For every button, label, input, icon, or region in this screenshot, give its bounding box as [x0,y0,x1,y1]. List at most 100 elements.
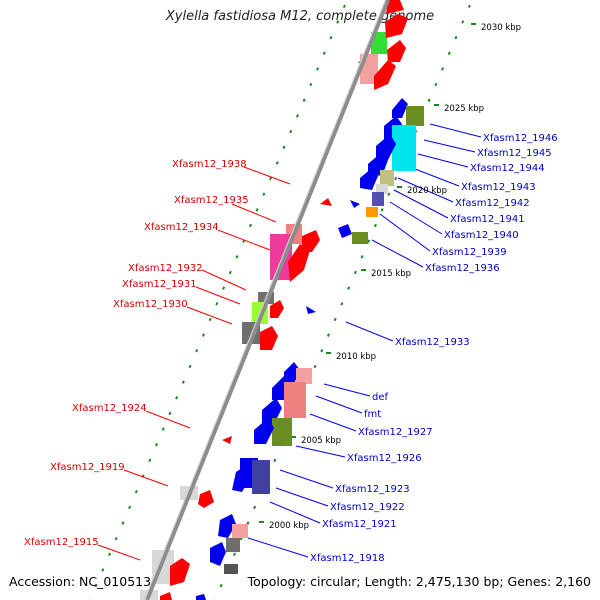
gene-block [232,524,248,538]
dot-mark [269,176,273,181]
topology-summary: Topology: circular; Length: 2,475,130 bp… [247,574,591,589]
gene-label-right: def [372,392,389,403]
gene-arrow [360,168,378,190]
gene-arrow [392,98,408,118]
label-connector [269,501,321,524]
label-connector [279,469,334,489]
accession-text: Accession: NC_010513 [9,574,152,589]
gene-block [372,192,384,206]
gene-label-right: Xfasm12_1936 [425,263,500,274]
dot-mark [316,67,320,71]
gene-arrow [385,14,408,38]
gene-arrow [170,558,190,586]
gene-arrow [338,224,352,238]
gene-label-right: Xfasm12_1933 [395,337,470,348]
gene-arrow [198,490,214,508]
dot-mark [336,20,340,24]
gene-arrow [386,0,404,14]
gene-label-left: Xfasm12_1931 [122,279,197,290]
label-connector [417,153,469,168]
dot-mark [233,552,237,557]
label-connector [295,445,346,458]
dot-mark [427,98,431,102]
dot-mark [134,489,138,494]
dot-mark [322,51,326,55]
dot-mark [353,270,357,275]
gene-label-right: Xfasm12_1941 [450,214,525,225]
dot-mark [313,364,317,369]
dot-mark [101,568,105,572]
kbp-tick-label: 2025 kbp [444,104,484,114]
gene-arrow [350,200,360,208]
map-title: Xylella fastidiosa M12, complete genome [165,9,435,24]
dot-mark [154,443,159,447]
gene-block [272,418,292,446]
label-connector [243,166,291,185]
kbp-tick-label: 2015 kbp [371,269,411,279]
gene-label-right: Xfasm12_1940 [444,230,519,241]
gene-label-right: Xfasm12_1943 [461,182,536,193]
gene-block [352,232,368,244]
dot-mark [128,505,132,510]
dot-mark [347,286,351,290]
gene-arrow [262,398,282,424]
gene-arrow [288,244,310,282]
gene-label-right: Xfasm12_1939 [432,247,507,258]
dot-mark [181,380,185,384]
dot-mark [387,192,391,196]
inner-dot-ring [88,4,346,600]
gene-label-right: Xfasm12_1927 [358,427,433,438]
dot-mark [219,583,223,588]
gene-arrow [218,514,236,538]
dot-mark [148,458,152,463]
gene-label-right: Xfasm12_1921 [322,519,397,530]
gene-arrow [387,40,406,62]
label-connector [315,395,363,414]
dot-mark [333,317,337,322]
label-connector [371,239,424,268]
gene-label-right: Xfasm12_1918 [310,553,385,564]
gene-arrow [196,594,206,600]
kbp-tick-label: 2005 kbp [301,436,341,446]
dot-mark [228,270,232,275]
dot-mark [121,521,125,525]
dot-mark [447,51,451,55]
dot-mark [188,364,192,369]
label-connector [145,410,191,429]
label-connector [323,383,371,397]
label-connector [423,139,476,153]
dot-mark [329,35,333,40]
genome-backbone [145,0,390,600]
gene-block [284,382,306,418]
kbp-tick-label: 2020 kbp [407,186,447,196]
dot-mark [467,4,471,9]
dot-mark [373,223,377,228]
gene-block [392,125,416,171]
gene-arrow [254,418,274,444]
gene-block [296,368,312,384]
genome-backbone-highlight [143,0,387,600]
dot-mark [195,349,199,353]
dot-mark [309,82,313,87]
dot-mark [108,552,112,557]
dot-mark [168,411,172,416]
gene-arrow [270,300,284,318]
dot-mark [175,396,179,400]
dot-mark [289,129,293,134]
dot-mark [273,458,277,463]
gene-block [406,106,424,126]
dot-mark [246,521,250,525]
gene-label-right: Xfasm12_1922 [330,502,405,513]
dot-mark [380,208,384,212]
dot-mark [394,176,398,181]
dot-mark [262,192,266,196]
gene-label-left: Xfasm12_1930 [113,299,188,310]
gene-label-left: Xfasm12_1934 [144,222,219,233]
label-connector [379,213,431,252]
gene-label-right: Xfasm12_1946 [483,133,558,144]
dot-mark [215,302,219,306]
dot-mark [320,349,324,353]
gene-arrow [374,60,396,90]
gene-block [376,184,388,194]
label-connector [195,286,241,305]
